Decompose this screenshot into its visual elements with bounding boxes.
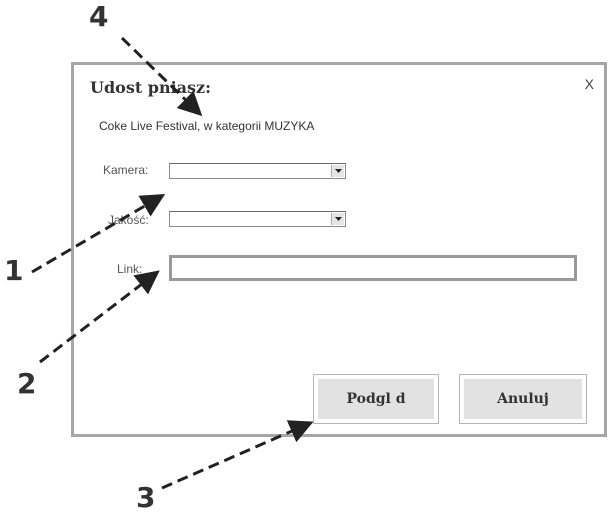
- camera-select[interactable]: [169, 163, 346, 179]
- event-subtitle: Coke Live Festival, w kategorii MUZYKA: [99, 119, 315, 133]
- cancel-button[interactable]: Anuluj: [464, 379, 582, 419]
- cancel-button-frame: Anuluj: [459, 374, 587, 424]
- link-label: Link:: [117, 262, 143, 276]
- chevron-down-icon[interactable]: [331, 165, 344, 177]
- quality-label: Jakość:: [108, 213, 149, 227]
- quality-select[interactable]: [169, 211, 346, 227]
- camera-label: Kamera:: [103, 163, 149, 177]
- callout-number-3: 3: [136, 481, 156, 514]
- chevron-down-icon[interactable]: [331, 213, 344, 225]
- preview-button[interactable]: Podgl d: [318, 379, 434, 419]
- link-input[interactable]: [169, 255, 577, 281]
- share-dialog: Udost pniasz: X Coke Live Festival, w ka…: [71, 62, 607, 437]
- dialog-title: Udost pniasz:: [90, 78, 212, 97]
- close-button[interactable]: X: [584, 76, 594, 92]
- callout-number-1: 1: [4, 254, 24, 287]
- preview-button-frame: Podgl d: [313, 374, 439, 424]
- callout-number-4: 4: [89, 0, 109, 33]
- callout-number-2: 2: [17, 367, 37, 400]
